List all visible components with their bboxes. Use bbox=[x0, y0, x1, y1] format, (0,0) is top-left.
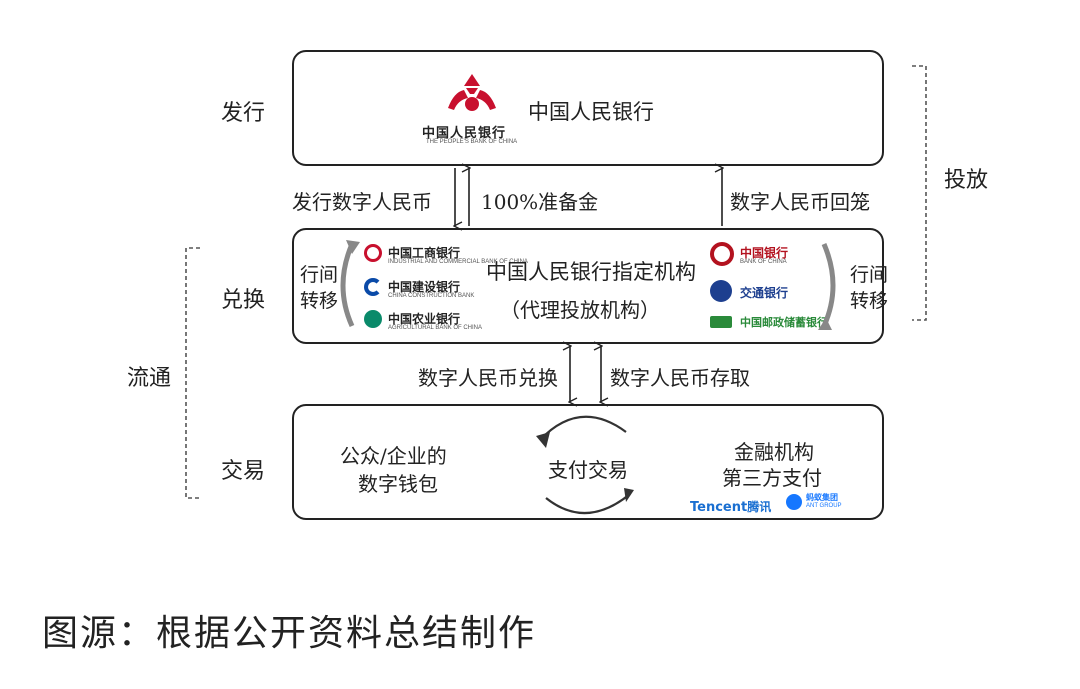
abc-name: 中国农业银行 bbox=[388, 312, 461, 326]
central-bank-box: 中国人民银行 THE PEOPLE'S BANK OF CHINA 中国人民银行 bbox=[292, 50, 884, 166]
transfer-left-line2: 转移 bbox=[300, 290, 339, 312]
trade-box: 公众/企业的 数字钱包 支付交易 金融机构 第三方支付 Tencent腾讯 蚂蚁… bbox=[292, 404, 884, 520]
fin-line1: 金融机构 bbox=[734, 440, 814, 464]
payment-cycle-bottom-icon bbox=[545, 493, 631, 515]
pboc-logo-icon bbox=[448, 74, 496, 111]
payment-label: 支付交易 bbox=[548, 458, 628, 482]
bocom-logo-icon bbox=[710, 280, 732, 302]
pboc-logo-cn: 中国人民银行 bbox=[422, 126, 507, 141]
agencies-box: 行间 转移 中国工商银行 INDUSTRIAL AND COMMERCIAL B… bbox=[292, 228, 888, 344]
pboc-logo-en: THE PEOPLE'S BANK OF CHINA bbox=[426, 139, 518, 145]
abc-en: AGRICULTURAL BANK OF CHINA bbox=[388, 325, 483, 331]
boc-name: 中国银行 bbox=[740, 246, 789, 260]
wallet-line1: 公众/企业的 bbox=[340, 444, 447, 468]
icbc-name: 中国工商银行 bbox=[388, 246, 461, 260]
flow-recall: 数字人民币回笼 bbox=[730, 190, 870, 214]
bracket-circulation bbox=[185, 247, 200, 499]
transfer-left-line1: 行间 bbox=[300, 264, 339, 286]
stage-exchange-label: 兑换 bbox=[221, 288, 266, 313]
cycle-left-icon bbox=[340, 243, 355, 328]
source-caption: 图源：根据公开资料总结制作 bbox=[42, 613, 537, 654]
transfer-right-line2: 转移 bbox=[850, 290, 889, 312]
stage-issue-label: 发行 bbox=[221, 101, 266, 126]
stage-circulation-label: 流通 bbox=[127, 366, 172, 391]
icbc-logo-icon bbox=[364, 244, 382, 262]
payment-cycle-top-icon bbox=[539, 415, 627, 441]
ccb-name: 中国建设银行 bbox=[388, 280, 461, 294]
ant-logo-cn: 蚂蚁集团 bbox=[806, 493, 838, 502]
boc-logo-icon bbox=[710, 242, 734, 266]
agencies-subtitle: （代理投放机构） bbox=[500, 298, 660, 322]
flow-deposit: 数字人民币存取 bbox=[610, 366, 750, 390]
tencent-logo-cn: 腾讯 bbox=[747, 500, 772, 514]
bocom-name: 交通银行 bbox=[740, 286, 789, 300]
stage-trade-label: 交易 bbox=[221, 459, 266, 484]
flow-issue-dcep: 发行数字人民币 bbox=[292, 190, 432, 214]
fin-line2: 第三方支付 bbox=[722, 466, 822, 490]
icbc-en: INDUSTRIAL AND COMMERCIAL BANK OF CHINA bbox=[388, 259, 528, 265]
transfer-right-line1: 行间 bbox=[850, 264, 889, 286]
psbc-name: 中国邮政储蓄银行 bbox=[740, 316, 828, 329]
ccb-en: CHINA CONSTRUCTION BANK bbox=[388, 293, 475, 299]
flow-exchange: 数字人民币兑换 bbox=[418, 366, 558, 390]
ant-logo-icon bbox=[786, 494, 802, 510]
agencies-title: 中国人民银行指定机构 bbox=[486, 260, 696, 284]
wallet-line2: 数字钱包 bbox=[358, 472, 438, 496]
flow-reserve: 100%准备金 bbox=[481, 190, 599, 214]
psbc-logo-icon bbox=[710, 316, 732, 328]
cycle-right-icon bbox=[821, 243, 836, 328]
central-bank-name: 中国人民银行 bbox=[528, 100, 654, 124]
stage-launch-label: 投放 bbox=[944, 168, 989, 193]
ccb-logo-icon bbox=[364, 278, 382, 296]
tencent-logo: Tencent腾讯 bbox=[690, 496, 771, 515]
bracket-launch bbox=[912, 65, 927, 321]
tencent-logo-en: Tencent bbox=[690, 500, 748, 515]
boc-en: BANK OF CHINA bbox=[740, 259, 787, 265]
ant-logo-en: ANT GROUP bbox=[806, 503, 842, 509]
abc-logo-icon bbox=[364, 310, 382, 328]
